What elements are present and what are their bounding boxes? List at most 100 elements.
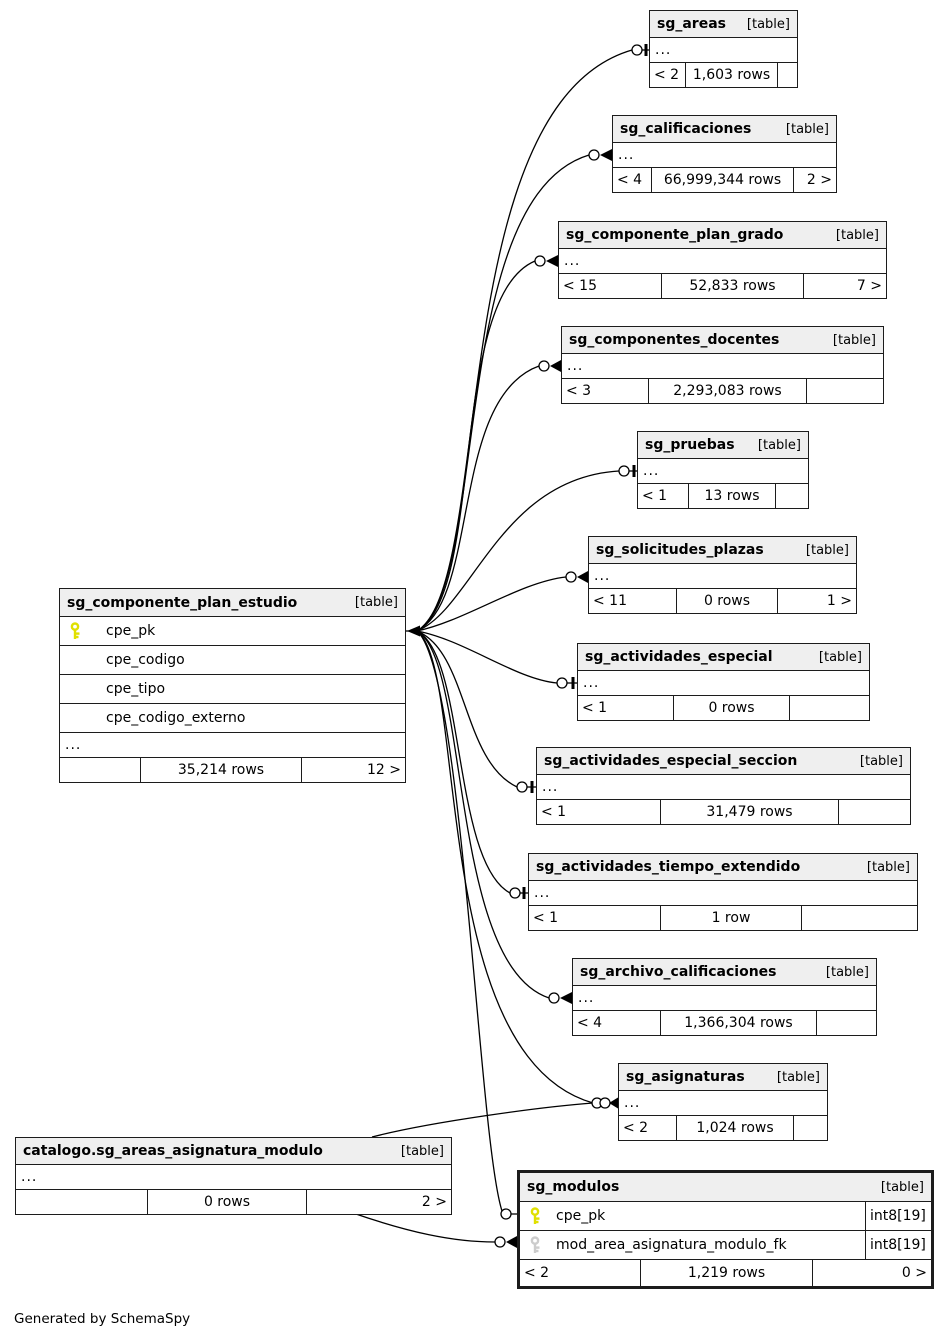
- table-node-sg_modulos[interactable]: sg_modulos [table] cpe_pk int8[19] mod_area_…: [517, 1170, 934, 1289]
- parent-count: < 1: [578, 696, 674, 720]
- parent-count: < 11: [589, 589, 677, 613]
- table-name[interactable]: sg_asignaturas: [626, 1069, 745, 1085]
- primary-key-icon: [529, 1207, 542, 1225]
- table-name[interactable]: sg_actividades_tiempo_extendido: [536, 859, 801, 875]
- elided-columns-row: ...: [16, 1165, 451, 1190]
- parent-count: [16, 1190, 148, 1214]
- parent-count: < 1: [537, 800, 661, 824]
- row-count: 13 rows: [689, 484, 776, 508]
- table-name[interactable]: catalogo.sg_areas_asignatura_modulo: [23, 1143, 323, 1159]
- tee-sg_areas: [644, 44, 648, 56]
- table-name[interactable]: sg_actividades_especial: [585, 649, 773, 665]
- odot-sg_areas: [631, 44, 643, 56]
- table-type-tag: [table]: [746, 16, 790, 32]
- tee-sg_actividades_especial_seccion: [530, 781, 534, 793]
- parent-count: < 15: [559, 274, 662, 298]
- elided-columns-row: ...: [619, 1091, 827, 1116]
- row-count: 1,366,304 rows: [661, 1011, 817, 1035]
- table-name[interactable]: sg_componentes_docentes: [569, 332, 780, 348]
- crow-sg_modulos-fk: [506, 1236, 517, 1248]
- table-name[interactable]: sg_componente_plan_grado: [566, 227, 784, 243]
- table-name[interactable]: sg_calificaciones: [620, 121, 752, 137]
- table-name[interactable]: sg_archivo_calificaciones: [580, 964, 777, 980]
- table-type-tag: [table]: [859, 753, 903, 769]
- table-type-tag: [table]: [776, 1069, 820, 1085]
- table-name[interactable]: sg_pruebas: [645, 437, 735, 453]
- odot-sg_asignaturas-2: [599, 1097, 611, 1109]
- table-header: sg_actividades_tiempo_extendido[table]: [529, 854, 917, 881]
- child-count: [778, 63, 797, 87]
- column-name: cpe_codigo_externo: [106, 710, 246, 726]
- table-node-catalogo.sg_areas_asignatura_modulo[interactable]: catalogo.sg_areas_asignatura_modulo[tabl…: [15, 1137, 452, 1215]
- child-count: [776, 484, 808, 508]
- table-name[interactable]: sg_areas: [657, 16, 726, 32]
- table-header: sg_calificaciones[table]: [613, 116, 836, 143]
- table-type-tag: [table]: [832, 332, 876, 348]
- parent-count: < 3: [562, 379, 649, 403]
- column-row-cpe_pk: cpe_pk int8[19]: [520, 1202, 931, 1231]
- column-name: cpe_tipo: [106, 681, 166, 697]
- table-name[interactable]: sg_solicitudes_plazas: [596, 542, 764, 558]
- table-header: sg_asignaturas [table]: [619, 1064, 827, 1091]
- row-count: 1 row: [661, 906, 802, 930]
- foreign-key-icon: [529, 1236, 542, 1254]
- column-name: cpe_pk: [556, 1208, 606, 1224]
- odot-sg_actividades_especial: [556, 677, 568, 689]
- child-count: [794, 1116, 827, 1140]
- table-type-tag: [table]: [835, 227, 879, 243]
- schemaspy-credit: Generated by SchemaSpy: [14, 1311, 191, 1327]
- table-node-sg_actividades_especial_seccion[interactable]: sg_actividades_especial_seccion [table]..…: [536, 747, 911, 825]
- column-name: mod_area_asignatura_modulo_fk: [556, 1237, 787, 1253]
- table-name[interactable]: sg_modulos: [527, 1179, 620, 1195]
- row-count: 1,024 rows: [677, 1116, 794, 1140]
- elided-columns-row: ...: [589, 564, 856, 589]
- elided-columns-row: ...: [559, 249, 886, 274]
- table-name[interactable]: sg_componente_plan_estudio: [67, 594, 298, 611]
- table-node-sg_actividades_tiempo_extendido[interactable]: sg_actividades_tiempo_extendido[table]..…: [528, 853, 918, 931]
- table-type-tag: [table]: [880, 1179, 924, 1195]
- table-header: sg_areas [table]: [650, 11, 797, 38]
- odot-sg_componente_plan_grado: [534, 255, 546, 267]
- elided-columns-row: ...: [638, 459, 808, 484]
- row-count: 1,219 rows: [641, 1260, 813, 1286]
- elided-columns-row: ...: [537, 775, 910, 800]
- column-row-cpe_codigo_externo: cpe_codigo_externo: [60, 704, 405, 733]
- crow-sg_calificaciones: [600, 149, 612, 161]
- table-type-tag: [table]: [825, 964, 869, 980]
- child-count: [817, 1011, 876, 1035]
- column-type: int8[19]: [865, 1202, 931, 1230]
- table-name[interactable]: sg_actividades_especial_seccion: [544, 753, 798, 769]
- row-count: 52,833 rows: [662, 274, 804, 298]
- parent-count: < 4: [613, 168, 652, 192]
- edge-plan_estudio-sg_actividades_especial: [416, 630, 558, 684]
- child-count: 7 >: [856, 278, 882, 294]
- tee-sg_actividades_tiempo_extendido: [522, 887, 526, 899]
- edge-plan_estudio-sg_componente_plan_grado: [416, 260, 536, 632]
- crow-sg_componentes_docentes: [550, 360, 561, 372]
- elided-columns-row: ...: [650, 38, 797, 63]
- child-count: 2 >: [421, 1194, 447, 1210]
- table-header: sg_actividades_especial_seccion [table]: [537, 748, 910, 775]
- table-header: sg_componente_plan_estudio[table]: [60, 589, 405, 617]
- edge-catalogo-sg_asignaturas: [371, 1102, 594, 1138]
- table-header: catalogo.sg_areas_asignatura_modulo[tabl…: [16, 1138, 451, 1165]
- elided-columns-row: ...: [573, 986, 876, 1011]
- row-count: 35,214 rows: [141, 758, 302, 782]
- parent-count: < 1: [638, 484, 689, 508]
